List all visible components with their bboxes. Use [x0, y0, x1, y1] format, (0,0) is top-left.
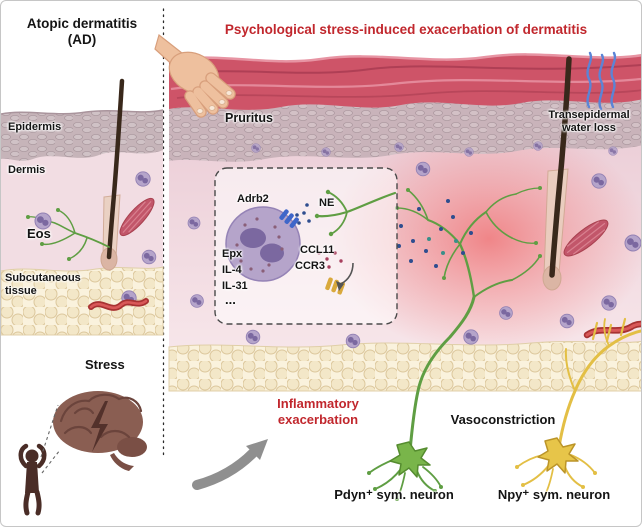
scratching-hand-icon [154, 33, 236, 118]
right-blood-vessel-icon [583, 320, 641, 339]
ccl11-label: CCL11 [300, 244, 335, 256]
pdyn-neuron-label: Pdyn⁺ sym. neuron [334, 487, 454, 502]
stress-label: Stress [85, 357, 125, 372]
npy-neuron-icon [515, 317, 641, 497]
npy-neuron-label: Npy⁺ sym. neuron [497, 487, 611, 502]
il4-label: IL-4 [222, 264, 242, 276]
pdyn-neuron-icon [367, 441, 443, 501]
inflammatory-exacerbation-label: Inflammatory exacerbation [253, 396, 383, 428]
left-hair-follicle-icon [100, 78, 125, 271]
ne-molecule-dots [397, 199, 473, 268]
sympathetic-terminal-icon [315, 191, 397, 235]
epx-label: Epx [222, 248, 243, 260]
lightning-bolt-icon [91, 401, 108, 452]
left-skin-cross-section [1, 109, 164, 336]
left-arrector-pili-icon [119, 197, 155, 237]
left-panel-title: Atopic dermatitis (AD) [9, 16, 155, 49]
adrb2-receptor-icon [279, 209, 299, 228]
right-hair-follicle-icon [542, 56, 572, 291]
right-arrector-pili-icon [563, 219, 609, 257]
ccr3-arrow-icon [336, 262, 354, 291]
eosinophil-cell-icon [225, 206, 301, 282]
inset-ne-dots [295, 203, 311, 225]
terminal-boutons [314, 189, 334, 237]
left-title-line1: Atopic dermatitis [26, 16, 138, 31]
more-mediators-label: ... [225, 292, 236, 307]
zoom-dashed-lines [40, 404, 61, 474]
pruritus-label: Pruritus [225, 111, 273, 125]
il31-label: IL-31 [222, 280, 248, 292]
epidermis-label: Epidermis [8, 121, 62, 133]
water-loss-waves-icon [586, 51, 617, 111]
inflammatory-line1: Inflammatory [277, 396, 359, 411]
inset-panel [214, 167, 398, 325]
ne-label: NE [319, 197, 335, 209]
adrb2-label: Adrb2 [237, 193, 269, 205]
vasoconstriction-label: Vasoconstriction [450, 412, 556, 427]
subcutaneous-tissue-label: Subcutaneous tissue [5, 272, 81, 298]
stressed-person-icon [18, 443, 47, 516]
dermal-nerve-arbor-icon [396, 187, 541, 453]
eos-label: Eos [27, 226, 51, 241]
brain-icon [53, 391, 147, 471]
left-nerve-endings [26, 208, 71, 261]
transition-arrow-icon [192, 439, 268, 490]
right-panel-title: Psychological stress-induced exacerbatio… [224, 22, 588, 37]
dermis-label: Dermis [8, 164, 46, 176]
left-title-line2: (AD) [67, 32, 97, 48]
nerve-ending-dots [395, 186, 542, 280]
inflammatory-line2: exacerbation [277, 411, 359, 427]
ccl11-dots [317, 251, 343, 269]
left-blood-vessel-icon [88, 298, 149, 311]
water-loss-label: Transepidermal water loss [548, 109, 630, 135]
ccr3-label: CCR3 [295, 260, 325, 272]
